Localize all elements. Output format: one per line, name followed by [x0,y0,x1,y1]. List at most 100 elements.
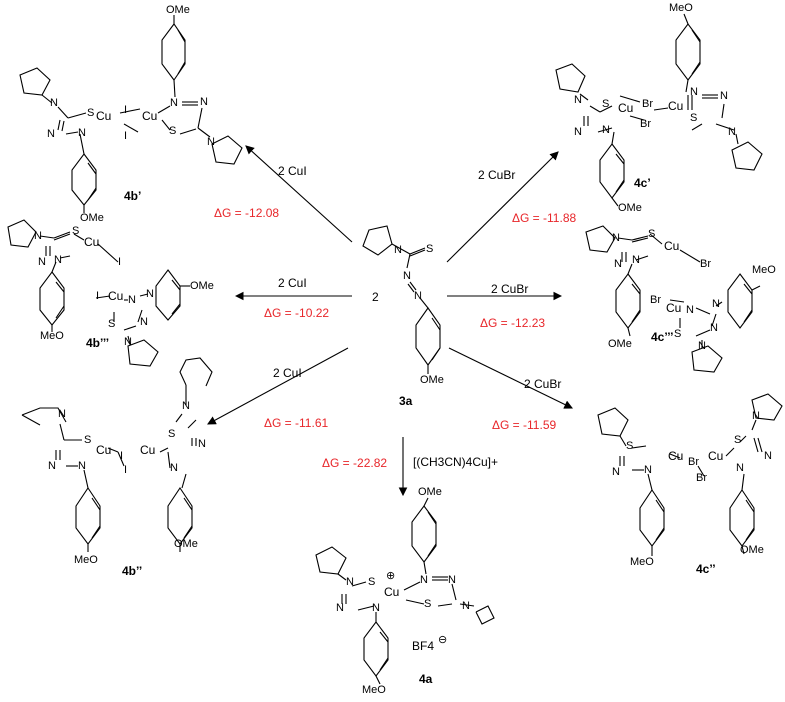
atom-S: S [84,434,92,446]
atom-N: N [602,124,610,136]
atom-N: N [78,460,86,472]
atom-N: N [414,290,422,302]
atom-N: N [128,294,136,306]
atom-Cu: Cu [96,443,112,457]
atom-OMe: OMe [166,4,190,16]
atom-I: I [124,464,128,476]
atom-N: N [644,464,652,476]
atom-N: N [58,408,66,420]
atom-OMe: OMe [190,280,214,292]
energy-4b3: ΔG = -10.22 [264,306,330,320]
atom-S: S [602,98,610,110]
reagent-label-4c2: 2 CuBr [524,377,562,391]
atom-Br: Br [688,456,699,468]
arrow-to-4b1 [245,145,353,243]
atom-N: N [182,400,190,412]
charge-minus-icon: ⊖ [438,634,448,646]
arrow-to-4c1 [446,151,559,263]
energy-4b1: ΔG = -12.08 [214,206,280,220]
atom-MeO: MeO [669,2,693,14]
atom-N: N [712,298,720,310]
molecule-4c1 [555,13,763,207]
molecule-4c2 [597,393,783,556]
atom-Br: Br [642,98,653,110]
atom-MeO: MeO [74,554,98,566]
atom-S: S [168,428,176,440]
atom-N: N [140,316,148,328]
atom-OMe: OMe [608,338,632,350]
atom-S: S [674,328,682,340]
atom-N: N [170,462,178,474]
molecule-4b2 [21,357,213,552]
molecule-4b1 [19,15,243,213]
atom-Br: Br [700,258,711,270]
atom-Cu: Cu [140,443,156,457]
atom-N: N [574,94,582,106]
energy-4c1: ΔG = -11.88 [512,211,577,225]
atom-N: N [752,410,760,422]
reagent-label-4c3: 2 CuBr [491,282,529,296]
atom-Cu: Cu [668,99,684,113]
atom-I: I [124,130,128,142]
atom-N: N [574,126,582,138]
atom-Br: Br [640,118,651,130]
atom-I: I [96,290,100,302]
atom-N: N [462,600,470,612]
atom-S: S [87,107,95,119]
energy-4c2: ΔG = -11.59 [492,418,557,432]
atom-N: N [736,462,744,474]
atom-N: N [420,574,428,586]
counterion-bf4: BF4 [412,639,435,653]
compound-number-4b3: 4b’’’ [86,336,110,350]
atom-N: N [78,127,86,139]
atom-N: N [710,322,718,334]
atom-N: N [403,270,411,282]
atom-N: N [612,232,620,244]
atom-S: S [734,434,742,446]
atom-MeO: MeO [362,684,386,696]
atom-N: N [200,96,208,108]
atom-S: S [424,598,432,610]
reagent-label-4b1: 2 CuI [278,164,307,178]
compound-number-4c1: 4c’ [634,176,651,190]
atom-Cu: Cu [108,289,124,303]
atom-N: N [448,574,456,586]
atom-OMe: OMe [740,544,764,556]
compound-number-4a: 4a [419,672,433,686]
reagent-label-4b3: 2 CuI [278,276,307,290]
atom-Cu: Cu [142,109,158,123]
atom-N: N [612,466,620,478]
atom-N: N [728,126,736,138]
atom-I: I [120,450,124,462]
atom-N: N [48,460,56,472]
atom-N: N [170,97,178,109]
atom-N: N [614,258,622,270]
atom-N: N [764,450,772,462]
reagent-label-4b2: 2 CuI [273,366,302,380]
atom-N: N [38,256,46,268]
compound-number-4b2: 4b’’ [122,564,143,578]
atom-N: N [394,244,402,256]
atom-N: N [50,97,58,109]
atom-Cu: Cu [384,585,400,599]
atom-MeO: MeO [752,264,776,276]
atom-N: N [372,602,380,614]
atom-N: N [47,128,55,140]
atom-Cu: Cu [708,449,724,463]
atom-N: N [698,340,706,352]
compound-number-4b1: 4b’ [124,189,142,203]
atom-N: N [336,602,344,614]
atom-N: N [198,438,206,450]
energy-4c3: ΔG = -12.23 [480,316,546,330]
atom-Br: Br [696,472,707,484]
atom-Cu: Cu [668,449,684,463]
atom-OMe: OMe [174,538,198,550]
compound-number-4c2: 4c’’ [696,562,716,576]
atom-N: N [54,254,62,266]
atom-I: I [118,256,122,268]
molecule-3a [362,225,441,374]
atom-N: N [346,576,354,588]
reagent-label-4a: [(CH3CN)4Cu]+ [413,455,499,469]
atom-S: S [626,440,634,452]
